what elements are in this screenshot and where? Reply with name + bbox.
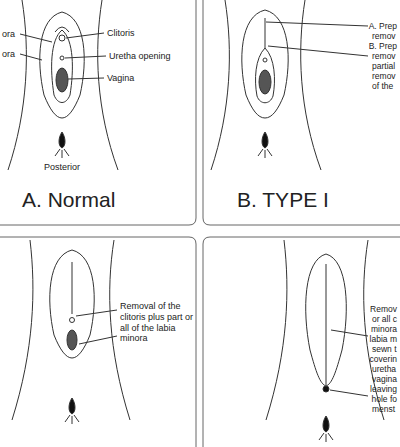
leader-line	[79, 336, 117, 344]
part-label: remov	[372, 71, 396, 81]
part-label: Vagina	[107, 73, 134, 84]
labia-majora	[306, 254, 347, 386]
part-label: minora	[371, 324, 397, 334]
anus	[69, 398, 75, 414]
part-label: A. Prep	[369, 21, 397, 31]
part-label: of the	[372, 81, 393, 91]
labia-minora	[256, 48, 275, 103]
scar-line	[326, 264, 327, 385]
thigh-outline	[301, 0, 321, 170]
thigh-outline	[12, 240, 33, 420]
part-label: B. Prep	[369, 41, 397, 51]
anus	[59, 132, 65, 148]
part-label: labia m	[370, 334, 397, 344]
leader-line	[76, 310, 117, 316]
part-label: Clitoris	[107, 28, 135, 39]
leader-line	[20, 34, 52, 42]
anus-folds	[319, 433, 333, 442]
part-label: partial	[372, 61, 395, 71]
labia-minora	[52, 30, 73, 103]
part-label: menst	[372, 404, 395, 414]
part-label: remov	[372, 51, 396, 61]
leader-line	[65, 56, 106, 58]
vagina-opening	[259, 70, 271, 94]
part-label: ora	[2, 29, 15, 40]
panel-border	[0, 0, 196, 225]
anus	[323, 416, 329, 432]
leader-line	[268, 46, 368, 56]
panel-title: B. TYPE I	[237, 187, 329, 212]
leader-line	[331, 330, 368, 336]
leader-line	[66, 33, 104, 38]
scar-line	[265, 18, 266, 48]
part-label: Removal of the clitoris plus part or all…	[120, 301, 200, 344]
part-label: Uretha opening	[109, 51, 171, 62]
labia-majora	[40, 12, 84, 118]
part-label: remov	[372, 31, 396, 41]
thigh-outline	[266, 240, 287, 420]
part-label: uretha	[372, 364, 396, 374]
clitoral-hood	[55, 27, 69, 32]
anus	[262, 132, 268, 148]
part-label: sewn t	[372, 344, 397, 354]
leader-line	[68, 78, 104, 79]
anus-folds	[258, 149, 272, 158]
remaining-opening	[323, 386, 329, 392]
leader-line	[266, 22, 368, 26]
thigh-outline	[8, 0, 26, 170]
part-label: hole fo	[371, 394, 397, 404]
part-label: ora	[2, 49, 15, 60]
thigh-outline	[98, 0, 118, 170]
anus-folds	[55, 149, 69, 158]
vagina-opening	[67, 330, 77, 350]
scar-line	[72, 262, 73, 314]
urethra-opening	[263, 58, 267, 62]
part-label: leaving	[370, 384, 397, 394]
part-label: or all c	[372, 314, 397, 324]
vagina-opening	[56, 68, 68, 92]
part-label: vagina	[372, 374, 397, 384]
panel-border	[203, 237, 400, 447]
panel-title: A. Normal	[22, 187, 115, 212]
urethra-opening	[70, 318, 75, 323]
part-label: coverin	[370, 354, 397, 364]
part-label: Posterior	[44, 162, 80, 173]
panel-border	[0, 237, 196, 447]
panel-border	[203, 0, 400, 225]
leader-line	[330, 390, 368, 396]
urethra-opening	[60, 56, 64, 60]
thigh-outline	[211, 0, 229, 170]
part-label: Remov	[370, 304, 397, 314]
leader-line	[20, 54, 42, 60]
anus-folds	[65, 415, 79, 424]
clitoris	[59, 35, 65, 41]
labia-majora	[242, 10, 288, 118]
